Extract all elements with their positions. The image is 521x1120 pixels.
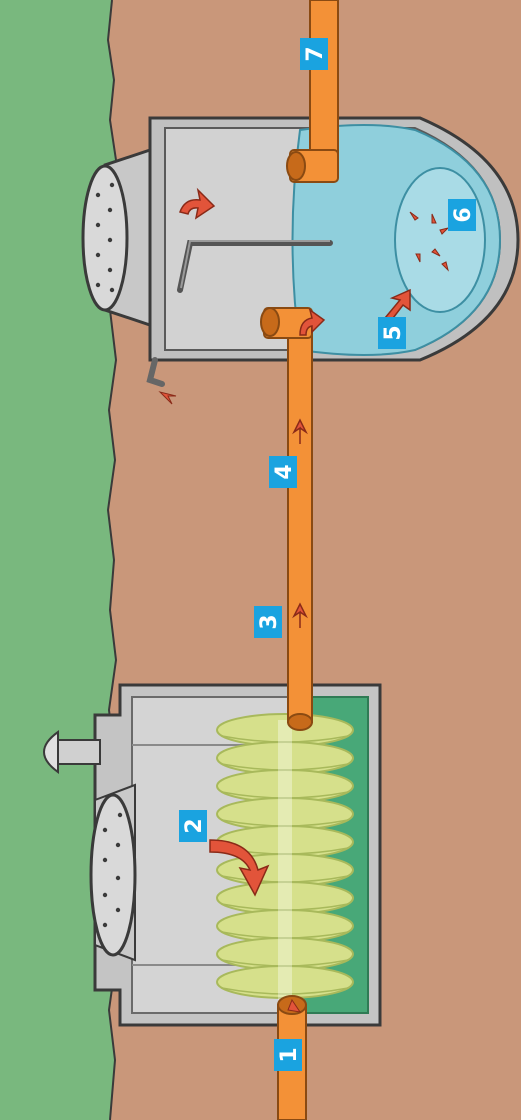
curved-arrow-icon [299, 308, 326, 336]
vent-cap [43, 730, 59, 774]
basin-arrows [409, 211, 450, 272]
badge-4: 4 [269, 456, 297, 488]
badge-4-label: 4 [272, 464, 297, 479]
second-inlet-opening [260, 307, 280, 337]
badge-2-label: 2 [182, 818, 207, 833]
badge-3: 3 [254, 606, 282, 638]
filter-disk-edge [221, 987, 349, 995]
connecting-pipe-outlet [287, 713, 313, 731]
badge-2: 2 [179, 810, 207, 842]
filter-shaft [278, 720, 292, 1000]
curved-arrow-icon [179, 187, 216, 220]
badge-1-label: 1 [277, 1047, 302, 1062]
vent-cap-stem [57, 739, 101, 765]
cover-holes [95, 182, 115, 293]
small-arrow-icon [158, 391, 177, 405]
outlet-nozzle [146, 357, 165, 387]
badge-7-label: 7 [303, 46, 328, 61]
badge-7: 7 [300, 38, 328, 70]
flow-arrows [158, 187, 450, 1013]
filter-coil [216, 713, 354, 1000]
outlet-pipe [309, 0, 339, 161]
badge-6: 6 [448, 199, 476, 231]
curved-arrow-icon [209, 839, 270, 897]
badge-6-label: 6 [451, 207, 476, 222]
outlet-opening [286, 151, 306, 181]
second-tank-cover [81, 164, 129, 312]
badge-5-label: 5 [381, 325, 406, 340]
first-tank-cover [89, 793, 137, 957]
vent-pipe-highlight [180, 240, 330, 289]
badge-1: 1 [274, 1039, 302, 1071]
badge-3-label: 3 [257, 614, 282, 629]
small-arrow-icon [292, 418, 308, 444]
badge-5: 5 [378, 317, 406, 349]
connecting-pipe [287, 321, 313, 723]
small-arrow-icon [292, 602, 308, 628]
first-cover-holes [102, 812, 123, 928]
small-arrow-icon [287, 998, 302, 1013]
second-tank [81, 116, 520, 387]
pipes [260, 0, 339, 1120]
